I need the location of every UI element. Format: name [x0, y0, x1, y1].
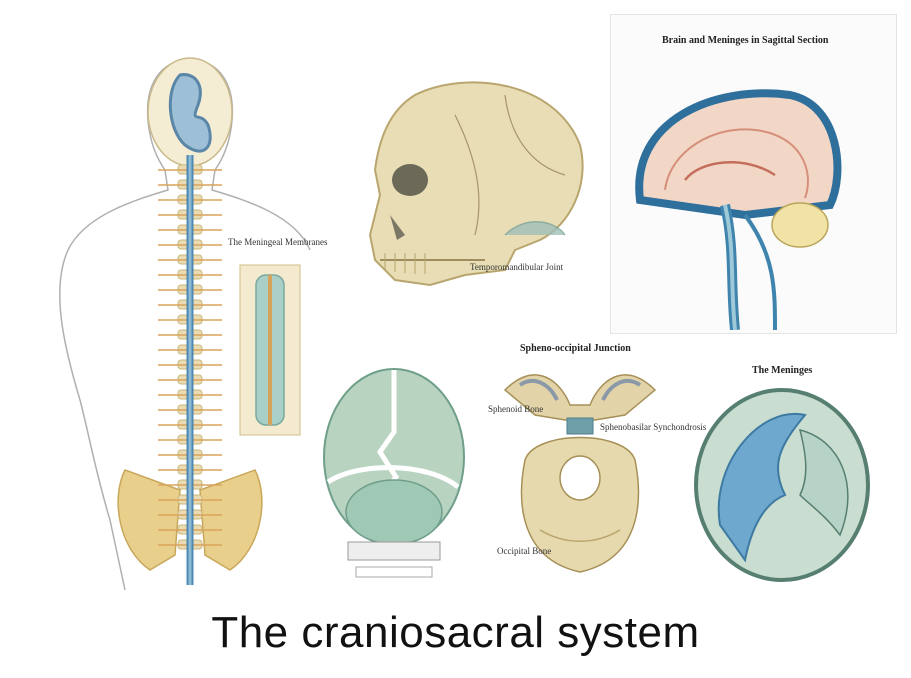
spine-illustration [59, 57, 311, 591]
meninges-heading: The Meninges [752, 365, 813, 376]
sagittal-illustration [635, 89, 842, 330]
spheno-illustration [503, 374, 657, 573]
skull-illustration [368, 81, 584, 287]
spheno-label-occipital: Occipital Bone [497, 546, 552, 556]
occipital-illustration [323, 368, 465, 578]
meninges-illustration [694, 388, 870, 582]
page-title: The craniosacral system [211, 608, 700, 657]
spheno-label-synch: Sphenobasilar Synchondrosis [600, 422, 707, 432]
spheno-label-sphenoid: Sphenoid Bone [488, 404, 544, 414]
sagittal-heading: Brain and Meninges in Sagittal Section [662, 35, 829, 46]
skull-joint-label: Temporomandibular Joint [470, 262, 564, 272]
spheno-heading: Spheno-occipital Junction [520, 343, 631, 354]
spine-inset-title: The Meningeal Membranes [228, 237, 328, 247]
